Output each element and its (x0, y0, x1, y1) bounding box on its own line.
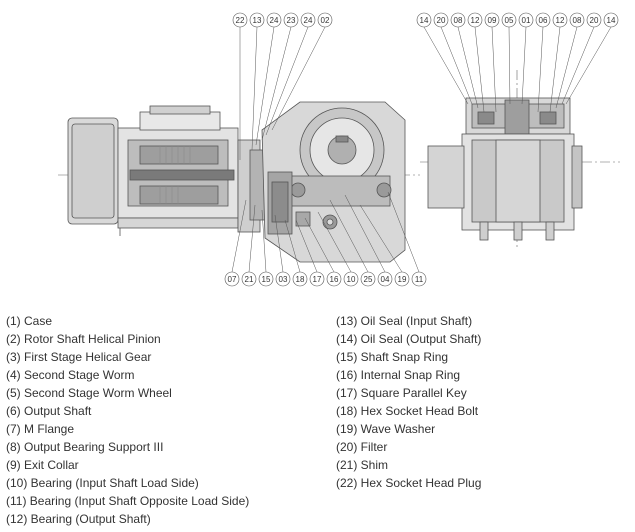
side-section-view (58, 101, 420, 263)
legend-item: (14) Oil Seal (Output Shaft) (336, 332, 482, 346)
legend-item: (4) Second Stage Worm (6, 368, 135, 382)
callout-label: 06 (539, 16, 548, 25)
callout-label: 14 (420, 16, 429, 25)
legend-item: (15) Shaft Snap Ring (336, 350, 449, 364)
legend-item: (11) Bearing (Input Shaft Opposite Load … (6, 494, 250, 508)
legend-item: (5) Second Stage Worm Wheel (6, 386, 172, 400)
gear-motor-cross-section-diagram: 22 13 24 23 24 02 07 21 15 (58, 12, 620, 287)
legend-item: (6) Output Shaft (6, 404, 92, 418)
legend-item: (17) Square Parallel Key (336, 386, 467, 400)
legend-item: (18) Hex Socket Head Bolt (336, 404, 479, 418)
callout-label: 14 (607, 16, 616, 25)
callout-label: 08 (454, 16, 463, 25)
front-section-view (420, 70, 620, 250)
callout-label: 25 (364, 275, 373, 284)
callout-label: 19 (398, 275, 407, 284)
callout-label: 08 (573, 16, 582, 25)
legend-item: (13) Oil Seal (Input Shaft) (336, 314, 473, 328)
callout-label: 23 (287, 16, 296, 25)
legend-item: (9) Exit Collar (6, 458, 79, 472)
callout-label: 11 (415, 275, 424, 284)
callout-label: 20 (437, 16, 446, 25)
legend-item: (19) Wave Washer (336, 422, 436, 436)
legend-item: (21) Shim (336, 458, 389, 472)
legend-item: (2) Rotor Shaft Helical Pinion (6, 332, 161, 346)
callout-label: 12 (556, 16, 565, 25)
legend-item: (8) Output Bearing Support III (6, 440, 164, 454)
callout-label: 02 (321, 16, 330, 25)
legend-item: (10) Bearing (Input Shaft Load Side) (6, 476, 199, 490)
callout-label: 20 (590, 16, 599, 25)
legend-item: (12) Bearing (Output Shaft) (6, 512, 151, 526)
parts-legend: (1) Case (2) Rotor Shaft Helical Pinion … (0, 312, 635, 530)
legend-item: (20) Filter (336, 440, 388, 454)
callout-label: 05 (505, 16, 514, 25)
callout-label: 12 (471, 16, 480, 25)
legend-column-right: (13) Oil Seal (Input Shaft) (14) Oil Sea… (336, 312, 481, 492)
legend-item: (7) M Flange (6, 422, 75, 436)
callout-label: 24 (304, 16, 313, 25)
legend-item: (22) Hex Socket Head Plug (336, 476, 482, 490)
callout-label: 10 (347, 275, 356, 284)
callouts-bottom: 07 21 15 03 18 17 16 10 25 04 19 11 (224, 191, 427, 287)
legend-item: (16) Internal Snap Ring (336, 368, 461, 382)
legend-column-left: (1) Case (2) Rotor Shaft Helical Pinion … (6, 312, 249, 528)
callout-label: 04 (381, 275, 390, 284)
callout-label: 24 (270, 16, 279, 25)
callout-label: 07 (228, 275, 237, 284)
callout-label: 17 (313, 275, 322, 284)
callouts-top-right: 14 20 08 12 09 05 01 06 12 08 20 14 (416, 12, 619, 113)
callout-label: 22 (236, 16, 245, 25)
callout-label: 13 (253, 16, 262, 25)
callout-label: 16 (330, 275, 339, 284)
callout-label: 01 (522, 16, 531, 25)
callout-label: 18 (296, 275, 305, 284)
legend-item: (1) Case (6, 314, 53, 328)
legend-item: (3) First Stage Helical Gear (6, 350, 152, 364)
callout-label: 09 (488, 16, 497, 25)
callout-label: 21 (245, 275, 254, 284)
callout-label: 03 (279, 275, 288, 284)
callouts-top-left: 22 13 24 23 24 02 (232, 12, 333, 160)
callout-label: 15 (262, 275, 271, 284)
